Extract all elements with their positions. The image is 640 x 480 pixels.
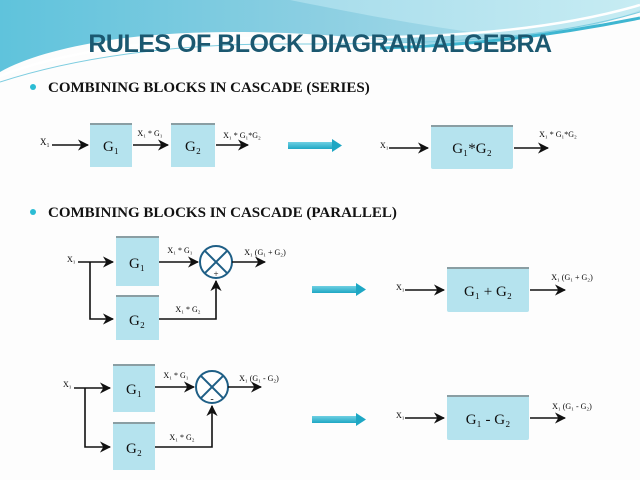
bullet-icon (30, 208, 36, 215)
output-label: X₁ * G₁*G₂ (223, 131, 261, 140)
block-g1-minus-g2: G₁ - G₂ (447, 395, 529, 440)
input-label: X₁ (396, 411, 405, 420)
parallel-sum-equivalent-diagram: X₁ G₁ + G₂ X₁ (G₁ + G₂) (396, 267, 593, 312)
input-label: X₁ (67, 255, 76, 264)
sum-sign: + (213, 269, 218, 279)
block-g1: G₁ (116, 236, 159, 286)
block-g1: G₁ (90, 123, 132, 167)
equivalence-arrow-icon (312, 286, 356, 293)
equivalence-arrow-head (332, 139, 342, 152)
svg-text:G₂: G₂ (185, 139, 201, 155)
svg-text:G₁*G₂: G₁*G₂ (452, 141, 492, 157)
block-g2: G₂ (113, 422, 155, 470)
block-g2: G₂ (171, 123, 215, 167)
input-label: X₁ (380, 141, 389, 150)
input-label: X₁ (396, 283, 405, 292)
equivalence-arrow-head (356, 413, 366, 426)
block-g1: G₁ (113, 364, 155, 412)
sum-sign: - (210, 394, 213, 405)
section-heading-series: COMBINING BLOCKS IN CASCADE (SERIES) (30, 80, 370, 97)
bullet-icon (30, 83, 36, 90)
section-heading-parallel: COMBINING BLOCKS IN CASCADE (PARALLEL) (30, 205, 397, 222)
parallel-diff-equivalent-diagram: X₁ G₁ - G₂ X₁ (G₁ - G₂) (396, 395, 592, 440)
svg-text:G₁ + G₂: G₁ + G₂ (464, 284, 512, 300)
output-label: X₁ (G₁ - G₂) (552, 402, 592, 411)
parallel-diff-original-diagram: X₁ G₁ G₂ X₁ * G₁ X₁ * G₂ - (63, 364, 279, 470)
svg-text:G₁: G₁ (129, 256, 145, 272)
svg-text:G₂: G₂ (126, 441, 142, 457)
output-label: X₁ (G₁ + G₂) (551, 273, 593, 282)
svg-text:G₁ - G₂: G₁ - G₂ (466, 412, 511, 428)
svg-text:G₁: G₁ (126, 382, 142, 398)
page-title: RULES OF BLOCK DIAGRAM ALGEBRA (88, 30, 552, 58)
svg-text:G₂: G₂ (129, 313, 145, 329)
output-label: X₁ * G₁*G₂ (539, 130, 577, 139)
series-original-diagram: X₁ G₁ X₁ * G₁ G₂ X₁ * G₁*G₂ (40, 123, 261, 167)
block-g2: G₂ (116, 295, 159, 340)
equivalence-arrow-icon (312, 416, 356, 423)
block-g1g2: G₁*G₂ (431, 125, 513, 169)
svg-text:G₁: G₁ (103, 139, 119, 155)
summing-junction: + (199, 245, 233, 279)
branch1-label: X₁ * G₁ (163, 371, 188, 380)
equivalence-arrow-icon (288, 142, 332, 149)
parallel-sum-original-diagram: X₁ G₁ G₂ X₁ * G₁ X₁ * G₂ + (67, 236, 286, 340)
series-equivalent-diagram: X₁ G₁*G₂ X₁ * G₁*G₂ (380, 125, 577, 169)
equivalence-arrow-head (356, 283, 366, 296)
block-g1-plus-g2: G₁ + G₂ (447, 267, 529, 312)
output-label: X₁ (G₁ - G₂) (239, 374, 279, 383)
intermediate-signal-label: X₁ * G₁ (137, 129, 162, 138)
output-label: X₁ (G₁ + G₂) (244, 248, 286, 257)
branch2-label: X₁ * G₂ (169, 433, 194, 442)
input-label: X₁ (63, 380, 72, 389)
input-label: X₁ (40, 137, 50, 147)
summing-junction: - (195, 370, 229, 405)
branch1-label: X₁ * G₁ (167, 246, 192, 255)
branch2-label: X₁ * G₂ (175, 305, 200, 314)
